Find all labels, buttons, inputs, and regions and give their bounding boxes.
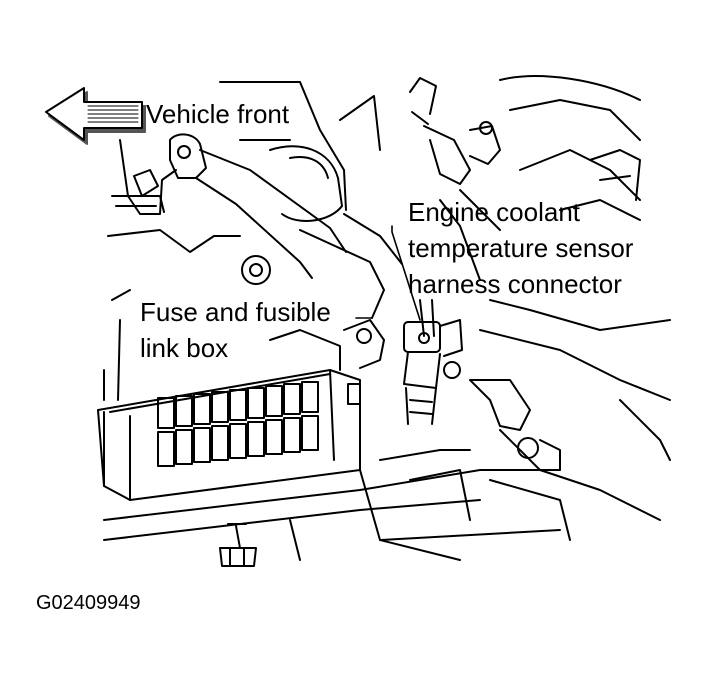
- leader-lines: [355, 225, 421, 321]
- lower-body: [103, 449, 571, 567]
- vehicle-front-label: Vehicle front: [146, 96, 289, 132]
- ect-sensor-connector: [403, 299, 463, 425]
- fuse-grid-top: [157, 381, 319, 429]
- ect-sensor-line-1: Engine coolant: [408, 197, 581, 227]
- fuse-box-line-2: link box: [140, 333, 229, 363]
- stud-bolt-icon: [219, 523, 257, 567]
- ect-sensor-label: Engine coolant temperature sensor harnes…: [408, 194, 633, 302]
- upper-right-components: [409, 75, 641, 281]
- fuse-box-line-1: Fuse and fusible: [140, 297, 331, 327]
- figure-id: G02409949: [36, 592, 141, 614]
- engine-block-left: [103, 229, 241, 401]
- thermostat-housing: [241, 95, 403, 319]
- fuse-grid-bottom: [157, 415, 319, 467]
- ect-sensor-line-2: temperature sensor: [408, 233, 634, 263]
- upper-hose-assembly: [111, 81, 347, 279]
- vehicle-front-arrow-icon: [45, 87, 146, 145]
- ect-sensor-line-3: harness connector: [408, 269, 622, 299]
- fuse-box-label: Fuse and fusible link box: [140, 294, 331, 366]
- right-engine-body: [469, 299, 671, 521]
- vehicle-front-text: Vehicle front: [146, 99, 290, 129]
